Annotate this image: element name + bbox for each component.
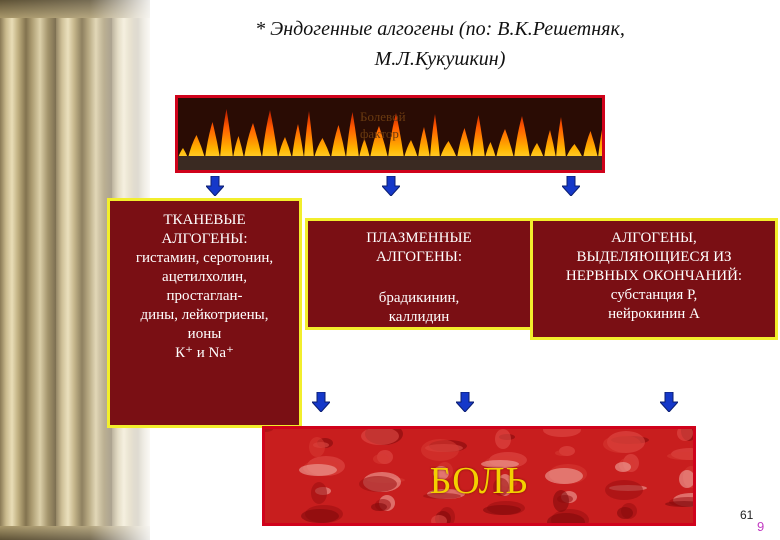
page-number: 61 [740, 508, 754, 522]
pain-box: БОЛЬ [262, 426, 696, 526]
nerve-algogens-box: АЛГОГЕНЫ, ВЫДЕЛЯЮЩИЕСЯ ИЗ НЕРВНЫХ ОКОНЧА… [530, 218, 778, 340]
pillar-base [0, 526, 150, 540]
nerve-line: нейрокинин А [608, 306, 700, 322]
slide-title: * Эндогенные алгогены (по: В.К.Решетняк,… [170, 14, 710, 74]
nerve-line: ВЫДЕЛЯЮЩИЕСЯ ИЗ [576, 249, 732, 265]
plasma-algogens-box: ПЛАЗМЕННЫЕ АЛГОГЕНЫ: брадикинин, каллиди… [305, 218, 533, 330]
tissue-line: дины, лейкотриены, [140, 307, 269, 323]
pain-label: БОЛЬ [429, 460, 529, 502]
flame-decoration [178, 98, 602, 170]
down-arrow-icon [312, 392, 330, 412]
tissue-line: ТКАНЕВЫЕ [163, 212, 246, 228]
tissue-line: ионы [187, 326, 222, 342]
tissue-line: К⁺ и Na⁺ [175, 345, 234, 361]
pain-factor-line-1: Болевой [360, 109, 406, 124]
tissue-line: простаглан- [166, 288, 243, 304]
down-arrow-icon [206, 176, 224, 196]
down-arrow-icon [660, 392, 678, 412]
plasma-item: каллидин [388, 309, 450, 325]
nerve-line: АЛГОГЕНЫ, [611, 230, 697, 246]
nerve-line: НЕРВНЫХ ОКОНЧАНИЙ: [565, 268, 743, 284]
down-arrow-icon [562, 176, 580, 196]
title-line-1: * Эндогенные алгогены (по: В.К.Решетняк, [255, 18, 625, 40]
pain-factor-line-2: фактор [360, 126, 399, 141]
pillar-cap [0, 0, 150, 18]
tissue-line: гистамин, серотонин, [135, 250, 274, 266]
pain-factor-box: Болевой фактор [175, 95, 605, 173]
plasma-item: брадикинин, [378, 290, 460, 306]
down-arrow-icon [382, 176, 400, 196]
blood-texture-decoration [265, 429, 693, 523]
page-sub-number: 9 [757, 519, 765, 534]
plasma-heading: ПЛАЗМЕННЫЕ [366, 230, 472, 246]
tissue-line: АЛГОГЕНЫ: [161, 231, 248, 247]
title-line-2: М.Л.Кукушкин) [374, 48, 506, 70]
plasma-heading: АЛГОГЕНЫ: [375, 249, 463, 265]
nerve-line: субстанция Р, [610, 287, 698, 303]
tissue-algogens-box: ТКАНЕВЫЕ АЛГОГЕНЫ: гистамин, серотонин, … [107, 198, 302, 428]
down-arrow-icon [456, 392, 474, 412]
tissue-line: ацетилхолин, [162, 269, 247, 285]
pain-factor-label: Болевой фактор [360, 108, 440, 142]
